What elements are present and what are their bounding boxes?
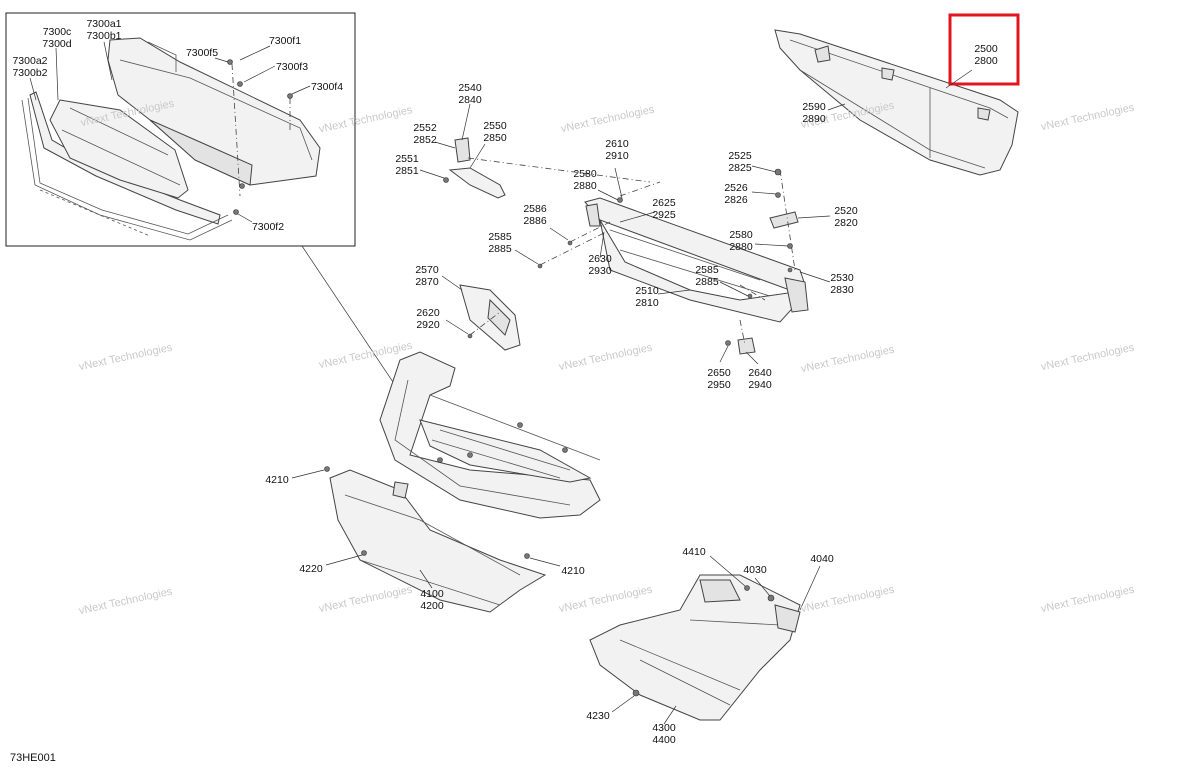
- callout-label[interactable]: 2630: [588, 253, 612, 265]
- callout-label[interactable]: 4410: [682, 546, 706, 558]
- callout-label[interactable]: 2910: [605, 150, 629, 162]
- leader-lines: [29, 41, 973, 725]
- callout-label[interactable]: 4040: [810, 553, 834, 565]
- bracket-2640[interactable]: [737, 337, 756, 355]
- highlight-box: [948, 13, 1020, 86]
- callout-label[interactable]: 2586: [523, 203, 547, 215]
- watermark: vNext Technologies: [558, 584, 654, 616]
- callout-label[interactable]: 7300c: [43, 26, 72, 38]
- diagram-code: 73HE001: [10, 752, 56, 764]
- callout-label[interactable]: 2870: [415, 276, 439, 288]
- lower-panel-4300[interactable]: [589, 574, 801, 721]
- callout-label[interactable]: 4230: [586, 710, 610, 722]
- watermark: vNext Technologies: [800, 584, 896, 616]
- callout-label[interactable]: 4210: [265, 474, 289, 486]
- door-assembly-middle[interactable]: [379, 351, 601, 519]
- callout-label[interactable]: 2930: [588, 265, 612, 277]
- callout-label[interactable]: 2540: [458, 82, 482, 94]
- callout-label[interactable]: 2850: [483, 132, 507, 144]
- callout-label[interactable]: 7300b2: [12, 67, 47, 79]
- watermark: vNext Technologies: [558, 342, 654, 374]
- watermark: vNext Technologies: [78, 586, 174, 618]
- callout-label[interactable]: 2820: [834, 217, 858, 229]
- callout-label[interactable]: 4030: [743, 564, 767, 576]
- callout-label[interactable]: 2940: [748, 379, 772, 391]
- callout-label[interactable]: 7300b1: [86, 30, 121, 42]
- callout-label[interactable]: 7300f3: [276, 61, 308, 73]
- callout-label[interactable]: 2650: [707, 367, 731, 379]
- callout-label[interactable]: 7300f4: [311, 81, 343, 93]
- callout-label[interactable]: 2610: [605, 138, 629, 150]
- callout-label[interactable]: 2590: [802, 101, 826, 113]
- callout-label[interactable]: 2852: [413, 134, 437, 146]
- inset-frame-tube: [29, 91, 221, 225]
- callout-label[interactable]: 2585: [488, 231, 512, 243]
- callout-label[interactable]: 2510: [635, 285, 659, 297]
- callout-label[interactable]: 2885: [488, 243, 512, 255]
- callout-label[interactable]: 2530: [830, 272, 854, 284]
- watermark: vNext Technologies: [1040, 584, 1136, 616]
- inset-door-panel: [107, 37, 321, 186]
- callout-label[interactable]: 2920: [416, 319, 440, 331]
- callout-label[interactable]: 2880: [573, 180, 597, 192]
- watermark: vNext Technologies: [1040, 342, 1136, 374]
- callout-label[interactable]: 2886: [523, 215, 547, 227]
- callout-label[interactable]: 2826: [724, 194, 748, 206]
- callout-label[interactable]: 2570: [415, 264, 439, 276]
- lower-panel-4100[interactable]: [329, 469, 547, 613]
- callout-label[interactable]: 2810: [635, 297, 659, 309]
- callout-label[interactable]: 2885: [695, 276, 719, 288]
- inset-connector-line: [301, 245, 396, 386]
- callout-label[interactable]: 2825: [728, 162, 752, 174]
- callout-label[interactable]: 7300f5: [186, 47, 218, 59]
- bracket-2570[interactable]: [459, 284, 521, 351]
- callout-label[interactable]: 4300: [652, 722, 676, 734]
- callout-label[interactable]: 2890: [802, 113, 826, 125]
- callout-label[interactable]: 2552: [413, 122, 437, 134]
- callout-label[interactable]: 2640: [748, 367, 772, 379]
- callout-label[interactable]: 2950: [707, 379, 731, 391]
- callout-label[interactable]: 2551: [395, 153, 419, 165]
- callout-label[interactable]: 2625: [652, 197, 676, 209]
- callout-labels: 7300c 7300d 7300a1 7300b1 7300a2 7300b2 …: [12, 18, 997, 746]
- callout-label[interactable]: 7300d: [42, 38, 71, 50]
- watermark: vNext Technologies: [318, 584, 414, 616]
- callout-label[interactable]: 2880: [729, 241, 753, 253]
- door-panel-2500[interactable]: [774, 29, 1019, 176]
- callout-label[interactable]: 2525: [728, 150, 752, 162]
- inset-door-net: [49, 99, 189, 199]
- callout-label[interactable]: 2840: [458, 94, 482, 106]
- callout-label[interactable]: 2800: [974, 55, 998, 67]
- callout-label[interactable]: 2520: [834, 205, 858, 217]
- callout-label[interactable]: 4220: [299, 563, 323, 575]
- callout-label[interactable]: 7300f2: [252, 221, 284, 233]
- callout-label[interactable]: 2851: [395, 165, 419, 177]
- callout-label[interactable]: 2925: [652, 209, 676, 221]
- callout-label[interactable]: 2580: [573, 168, 597, 180]
- callout-label[interactable]: 7300f1: [269, 35, 301, 47]
- watermark: vNext Technologies: [1040, 102, 1136, 134]
- callout-label[interactable]: 2580: [729, 229, 753, 241]
- callout-label[interactable]: 2500: [974, 43, 998, 55]
- callout-label[interactable]: 4210: [561, 565, 585, 577]
- callout-label[interactable]: 4400: [652, 734, 676, 746]
- callout-label[interactable]: 2550: [483, 120, 507, 132]
- bracket-2540[interactable]: [448, 137, 506, 199]
- callout-label[interactable]: 2526: [724, 182, 748, 194]
- inset-detail: [5, 12, 356, 247]
- callout-label[interactable]: 4200: [420, 600, 444, 612]
- watermark: vNext Technologies: [800, 344, 896, 376]
- callout-label[interactable]: 7300a1: [86, 18, 121, 30]
- watermark: vNext Technologies: [78, 342, 174, 374]
- bracket-2520[interactable]: [769, 211, 799, 229]
- callout-label[interactable]: 4100: [420, 588, 444, 600]
- callout-label[interactable]: 2620: [416, 307, 440, 319]
- callout-label[interactable]: 2830: [830, 284, 854, 296]
- callout-label[interactable]: 7300a2: [12, 55, 47, 67]
- door-frame-2510[interactable]: [584, 197, 809, 323]
- watermark: vNext Technologies: [560, 104, 656, 136]
- callout-label[interactable]: 2585: [695, 264, 719, 276]
